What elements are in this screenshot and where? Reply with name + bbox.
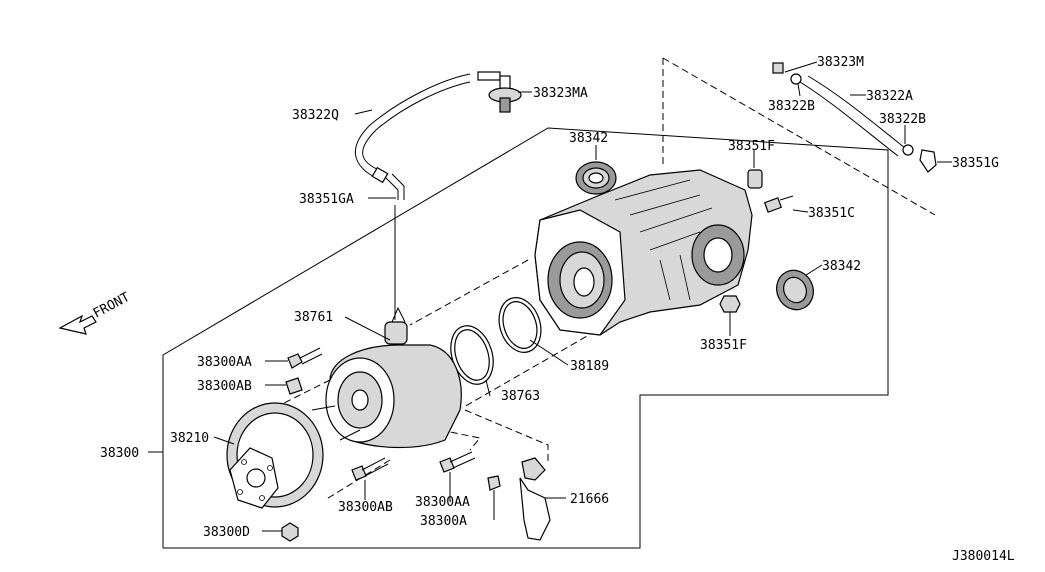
label-38300: 38300 bbox=[100, 446, 139, 461]
bolt-38300AB-left bbox=[285, 377, 303, 395]
dashed-guide-2 bbox=[461, 319, 616, 409]
plug-38351F-bottom bbox=[719, 295, 741, 313]
label-38763: 38763 bbox=[501, 389, 540, 404]
sensor-38351C bbox=[763, 195, 794, 213]
dashed-guide-5 bbox=[439, 429, 481, 451]
breather-hose-38322Q bbox=[355, 73, 471, 200]
front-arrow: FRONT bbox=[58, 290, 133, 335]
bolt-38300AB-bottom bbox=[351, 457, 389, 481]
bracket-21666 bbox=[519, 457, 551, 541]
label-38300AA-left: 38300AA bbox=[197, 355, 252, 370]
bolt-38300AA-bottom bbox=[439, 451, 476, 473]
clip-38323M bbox=[772, 62, 784, 74]
label-21666: 21666 bbox=[570, 492, 609, 507]
connector-38323MA bbox=[477, 71, 522, 113]
front-label: FRONT bbox=[91, 290, 133, 322]
leader-lines bbox=[148, 61, 952, 532]
o-ring-38189 bbox=[498, 297, 542, 353]
label-38210: 38210 bbox=[170, 431, 209, 446]
oil-seal-38342-top bbox=[575, 161, 617, 195]
companion-flange-38210 bbox=[226, 402, 324, 509]
label-38300AB-left: 38300AB bbox=[197, 379, 252, 394]
joint-38351G bbox=[919, 149, 937, 173]
label-38342-right: 38342 bbox=[822, 259, 861, 274]
label-38351C: 38351C bbox=[808, 206, 855, 221]
label-38323MA: 38323MA bbox=[533, 86, 588, 101]
label-38322B-right: 38322B bbox=[879, 112, 926, 127]
plug-38351F-top bbox=[747, 169, 763, 189]
label-38342-top: 38342 bbox=[569, 131, 608, 146]
label-38322B-top: 38322B bbox=[768, 99, 815, 114]
o-ring-38763 bbox=[450, 325, 494, 385]
label-38300AA-bottom: 38300AA bbox=[415, 495, 470, 510]
label-38351F-top: 38351F bbox=[728, 139, 775, 154]
diagram-code: J380014L bbox=[952, 549, 1015, 564]
assembly-outline bbox=[162, 127, 889, 549]
label-38351G: 38351G bbox=[952, 156, 999, 171]
label-38300A: 38300A bbox=[420, 514, 467, 529]
bolt-38300A bbox=[487, 475, 501, 491]
clamp-38322B-right bbox=[902, 144, 914, 156]
hose-38322A bbox=[772, 62, 937, 173]
label-38322A: 38322A bbox=[866, 89, 913, 104]
label-38300AB-bottom: 38300AB bbox=[338, 500, 393, 515]
oil-seal-38342-right bbox=[776, 269, 814, 311]
label-38189: 38189 bbox=[570, 359, 609, 374]
dashed-guide-6 bbox=[464, 409, 549, 462]
clamp-38322B-top bbox=[790, 73, 802, 85]
dashed-guide-1 bbox=[409, 259, 529, 326]
nut-38300D bbox=[281, 522, 299, 542]
label-38351F-bottom: 38351F bbox=[700, 338, 747, 353]
label-38323M: 38323M bbox=[817, 55, 864, 70]
label-38761: 38761 bbox=[294, 310, 333, 325]
label-38351GA: 38351GA bbox=[299, 192, 354, 207]
coupling-assembly bbox=[311, 306, 462, 449]
label-38322Q: 38322Q bbox=[292, 108, 339, 123]
rear-differential-housing bbox=[534, 169, 753, 336]
label-38300D: 38300D bbox=[203, 525, 250, 540]
dashed-guide-3 bbox=[249, 379, 331, 421]
bolt-38300AA-left bbox=[287, 347, 323, 369]
dashed-guide-top-right bbox=[662, 57, 936, 216]
